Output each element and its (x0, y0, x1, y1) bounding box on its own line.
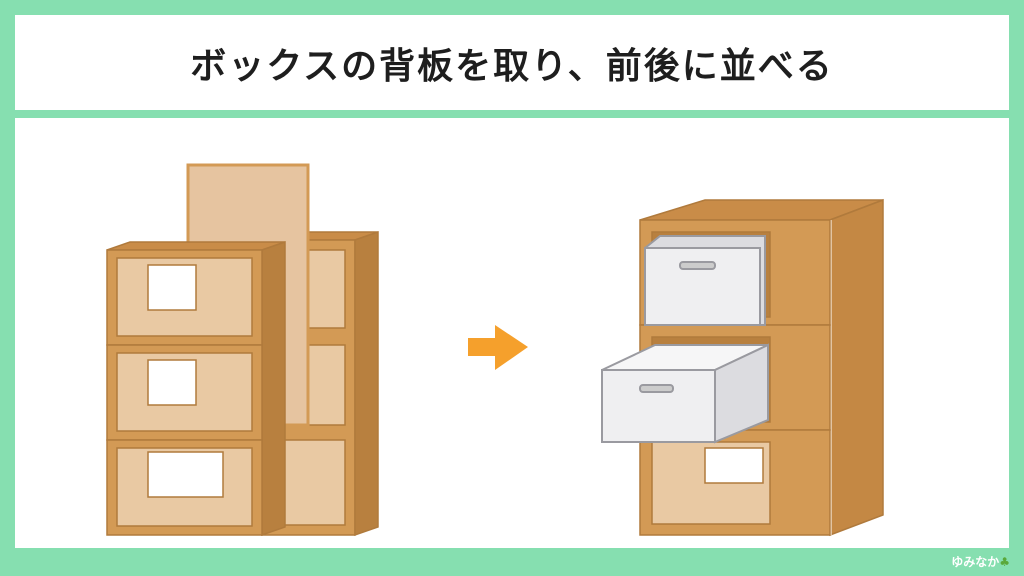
clover-icon: ♣ (999, 555, 1010, 569)
drawer-closed (644, 235, 766, 326)
title-bar: ボックスの背板を取り、前後に並べる (15, 15, 1009, 110)
page-title: ボックスの背板を取り、前後に並べる (190, 45, 834, 87)
front-box-stack (106, 240, 286, 537)
credit-watermark: ゆみなか♣ (951, 553, 1010, 570)
credit-text: ゆみなか (951, 555, 1000, 569)
arrow-right-icon (468, 325, 528, 370)
drawer-open (601, 343, 769, 444)
